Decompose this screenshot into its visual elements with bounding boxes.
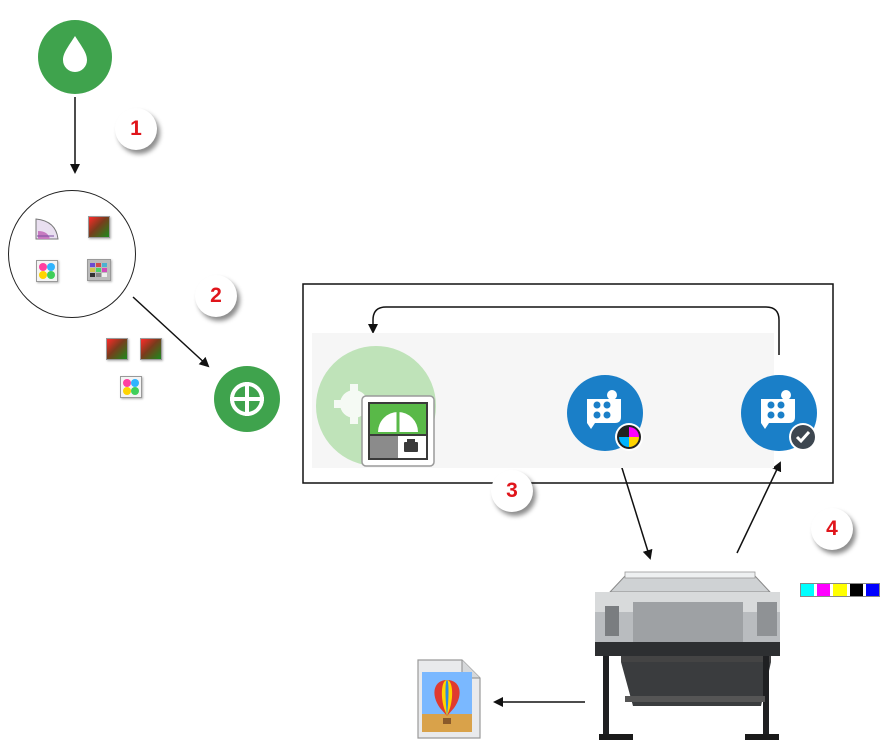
swatch-cyan bbox=[801, 584, 815, 596]
print-workflow-icon bbox=[316, 346, 440, 470]
gamut-chart-icon bbox=[34, 215, 60, 241]
color-wheel-icon bbox=[120, 376, 142, 398]
color-wheel-icon bbox=[36, 260, 58, 282]
arrow-printer-to-verify bbox=[736, 461, 782, 554]
swatch-white bbox=[814, 584, 818, 596]
arrow-feedback-loop bbox=[368, 306, 780, 355]
profiles-group bbox=[8, 190, 136, 318]
ink-drop-icon bbox=[38, 20, 112, 94]
step-badge-2: 2 bbox=[195, 275, 237, 317]
step-badge-4: 4 bbox=[811, 508, 853, 550]
calibration-cmyk-icon bbox=[565, 373, 649, 457]
wide-format-printer-icon bbox=[585, 566, 790, 746]
arrow-calibrate-to-printer bbox=[616, 451, 653, 560]
arrow-profiles-to-target bbox=[132, 296, 210, 368]
swatch-yellow bbox=[833, 584, 847, 596]
swatch-white bbox=[830, 584, 834, 596]
color-gradient-icon bbox=[106, 338, 128, 360]
color-gradient-icon bbox=[140, 338, 162, 360]
swatch-white bbox=[862, 584, 866, 596]
workflow-frame bbox=[302, 283, 834, 484]
crosshair-target-icon bbox=[214, 366, 280, 432]
swatch-magenta bbox=[817, 584, 831, 596]
swatch-white bbox=[846, 584, 850, 596]
color-gradient-icon bbox=[88, 216, 110, 238]
color-swatch-strip bbox=[800, 583, 880, 597]
image-file-icon bbox=[416, 658, 482, 740]
step-badge-3: 3 bbox=[491, 470, 533, 512]
verification-check-icon bbox=[739, 373, 823, 457]
color-patch-chart-icon bbox=[87, 259, 111, 281]
swatch-blue bbox=[865, 584, 880, 596]
step-badge-1: 1 bbox=[115, 108, 157, 150]
swatch-black bbox=[849, 584, 863, 596]
